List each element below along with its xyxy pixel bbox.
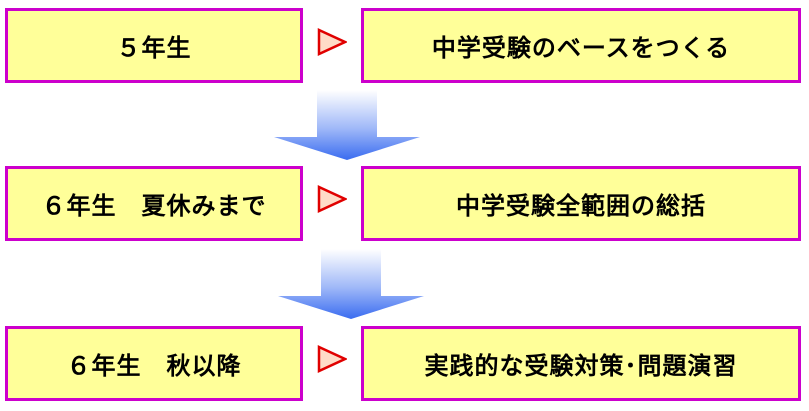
stage-box-grade6-autumn: ６年生 秋以降 <box>5 326 303 401</box>
goal-box-grade6-summer: 中学受験全範囲の総括 <box>361 166 801 241</box>
down-arrow-icon <box>278 249 424 319</box>
stage-box-grade6-summer: ６年生 夏休みまで <box>5 166 303 241</box>
down-arrow-icon <box>274 90 420 160</box>
right-triangle-icon <box>317 345 347 373</box>
goal-box-grade6-autumn: 実践的な受験対策･問題演習 <box>361 326 801 401</box>
goal-box-grade5: 中学受験のベースをつくる <box>361 8 801 83</box>
right-triangle-icon <box>317 28 347 56</box>
right-triangle-icon <box>317 185 347 213</box>
stage-box-grade5: ５年生 <box>5 8 303 83</box>
